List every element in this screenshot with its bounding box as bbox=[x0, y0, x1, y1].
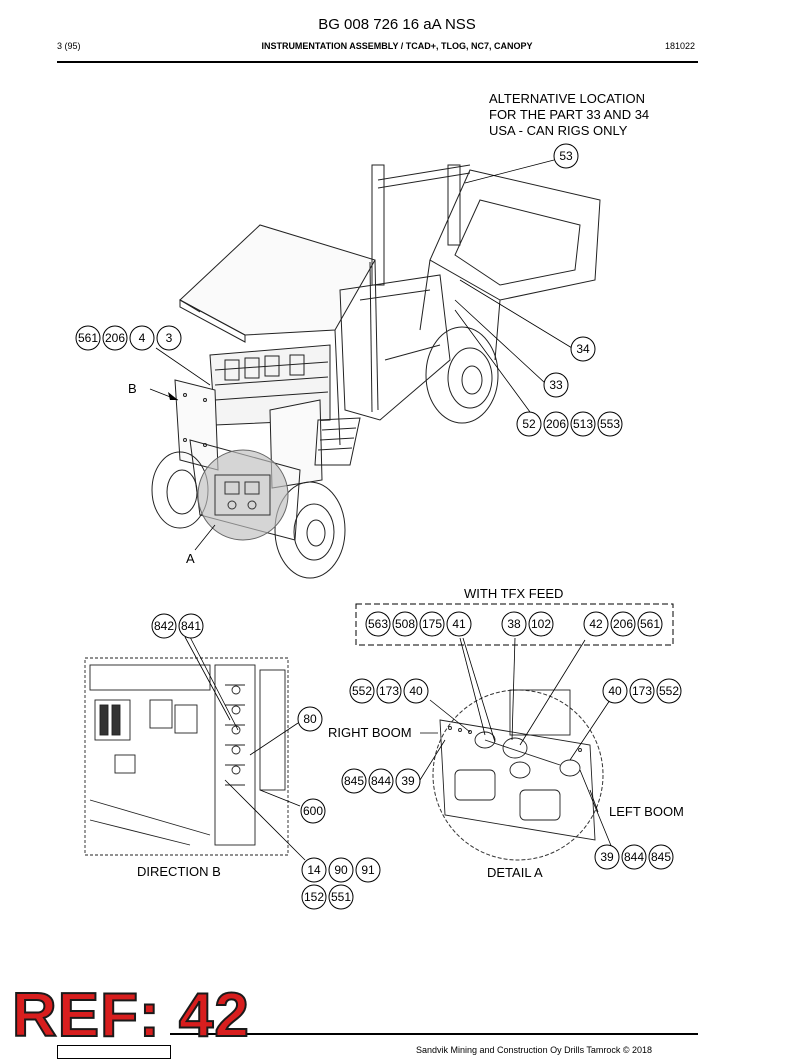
bubble-844: 844 bbox=[371, 774, 391, 788]
bubble-173: 173 bbox=[632, 684, 652, 698]
bubble-34: 34 bbox=[576, 342, 590, 356]
section-title: INSTRUMENTATION ASSEMBLY / TCAD+, TLOG, … bbox=[261, 41, 533, 51]
arrow-b bbox=[168, 392, 178, 400]
bubble-845: 845 bbox=[651, 850, 671, 864]
bubble-42: 42 bbox=[589, 617, 603, 631]
bubble-553: 553 bbox=[600, 417, 620, 431]
header-rule bbox=[57, 61, 698, 63]
bubble-90: 90 bbox=[334, 863, 348, 877]
bubble-52: 52 bbox=[522, 417, 536, 431]
bubble-845: 845 bbox=[344, 774, 364, 788]
bubble-33: 33 bbox=[549, 378, 563, 392]
bubble-841: 841 bbox=[181, 619, 201, 633]
bubble-600: 600 bbox=[303, 804, 323, 818]
bubble-552: 552 bbox=[659, 684, 679, 698]
bubble-206: 206 bbox=[546, 417, 566, 431]
bubble-102: 102 bbox=[531, 617, 551, 631]
alt-note-line-2: FOR THE PART 33 AND 34 bbox=[489, 107, 649, 122]
bubble-552: 552 bbox=[352, 684, 372, 698]
bubble-173: 173 bbox=[379, 684, 399, 698]
detail-a-circle bbox=[432, 689, 604, 861]
bubble-152: 152 bbox=[304, 890, 324, 904]
leader-lines-detail-a bbox=[419, 637, 613, 849]
bubble-38: 38 bbox=[507, 617, 521, 631]
document-date: 181022 bbox=[665, 41, 696, 51]
bubble-508: 508 bbox=[395, 617, 415, 631]
detail-a-view bbox=[439, 689, 596, 841]
alt-note-line-1: ALTERNATIVE LOCATION bbox=[489, 91, 645, 106]
bubble-842: 842 bbox=[154, 619, 174, 633]
detail-a-label: DETAIL A bbox=[487, 865, 543, 880]
bubble-551: 551 bbox=[331, 890, 351, 904]
view-label-b: B bbox=[128, 381, 137, 396]
bubble-206: 206 bbox=[613, 617, 633, 631]
bubble-175: 175 bbox=[422, 617, 442, 631]
page-number: 3 (95) bbox=[57, 41, 81, 51]
bubble-53: 53 bbox=[559, 149, 573, 163]
footer-rule bbox=[170, 1033, 698, 1035]
footer-copyright: Sandvik Mining and Construction Oy Drill… bbox=[416, 1045, 653, 1055]
leader-lines-main bbox=[149, 159, 573, 551]
right-boom-label: RIGHT BOOM bbox=[328, 725, 412, 740]
bubble-513: 513 bbox=[573, 417, 593, 431]
bubble-563: 563 bbox=[368, 617, 388, 631]
bubble-561: 561 bbox=[78, 331, 98, 345]
direction-b-label: DIRECTION B bbox=[137, 864, 221, 879]
part-bubbles bbox=[75, 143, 682, 910]
machine-illustration bbox=[151, 164, 601, 579]
document-number: BG 008 726 16 aA NSS bbox=[318, 16, 476, 33]
bubble-91: 91 bbox=[361, 863, 375, 877]
bubble-844: 844 bbox=[624, 850, 644, 864]
bubble-4: 4 bbox=[139, 331, 146, 345]
bubble-14: 14 bbox=[307, 863, 321, 877]
bubble-206: 206 bbox=[105, 331, 125, 345]
tfx-feed-box bbox=[355, 603, 674, 646]
bubble-41: 41 bbox=[452, 617, 466, 631]
with-tfx-feed-label: WITH TFX FEED bbox=[464, 586, 563, 601]
bubble-39: 39 bbox=[600, 850, 614, 864]
view-label-a: A bbox=[186, 551, 195, 566]
bubble-3: 3 bbox=[166, 331, 173, 345]
bubble-39: 39 bbox=[401, 774, 415, 788]
alt-note-line-3: USA - CAN RIGS ONLY bbox=[489, 123, 628, 138]
ref-stamp: REF: 42 bbox=[11, 981, 250, 1050]
leader-lines-direction-b bbox=[184, 636, 306, 861]
bubble-561: 561 bbox=[640, 617, 660, 631]
bubble-80: 80 bbox=[303, 712, 317, 726]
detail-a-highlight bbox=[197, 449, 289, 541]
bubble-40: 40 bbox=[608, 684, 622, 698]
left-boom-label: LEFT BOOM bbox=[609, 804, 684, 819]
direction-b-view bbox=[84, 657, 289, 856]
bubble-40: 40 bbox=[409, 684, 423, 698]
